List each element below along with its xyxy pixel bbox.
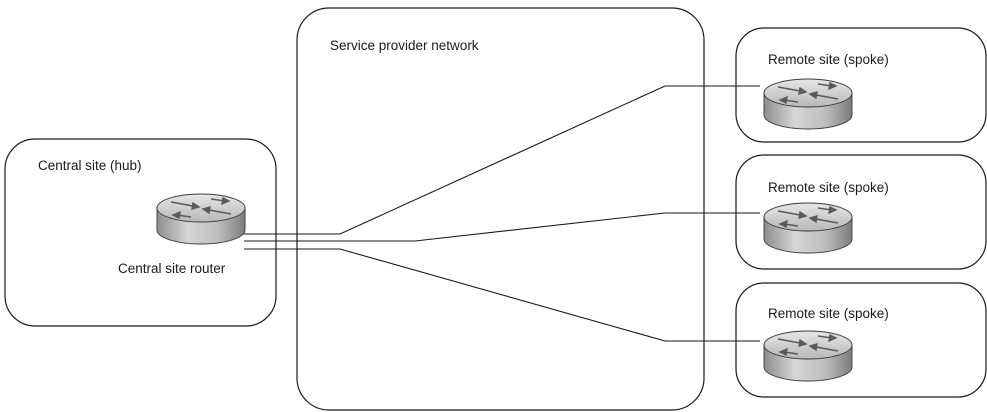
router-icon — [156, 193, 246, 245]
central-site-title: Central site (hub) — [38, 158, 142, 173]
remote-site-title: Remote site (spoke) — [768, 180, 889, 195]
provider-network-box — [296, 7, 705, 411]
remote-site-title: Remote site (spoke) — [768, 52, 889, 67]
router-icon — [763, 202, 853, 254]
router-icon — [763, 78, 853, 130]
router-icon — [763, 330, 853, 382]
central-router-label: Central site router — [118, 261, 226, 276]
link-to-remote-3 — [244, 248, 760, 342]
remote-site-title: Remote site (spoke) — [768, 306, 889, 321]
link-to-remote-2 — [244, 212, 760, 242]
central-site-box — [4, 138, 277, 327]
link-to-remote-1 — [244, 85, 760, 235]
provider-network-title: Service provider network — [330, 38, 479, 53]
